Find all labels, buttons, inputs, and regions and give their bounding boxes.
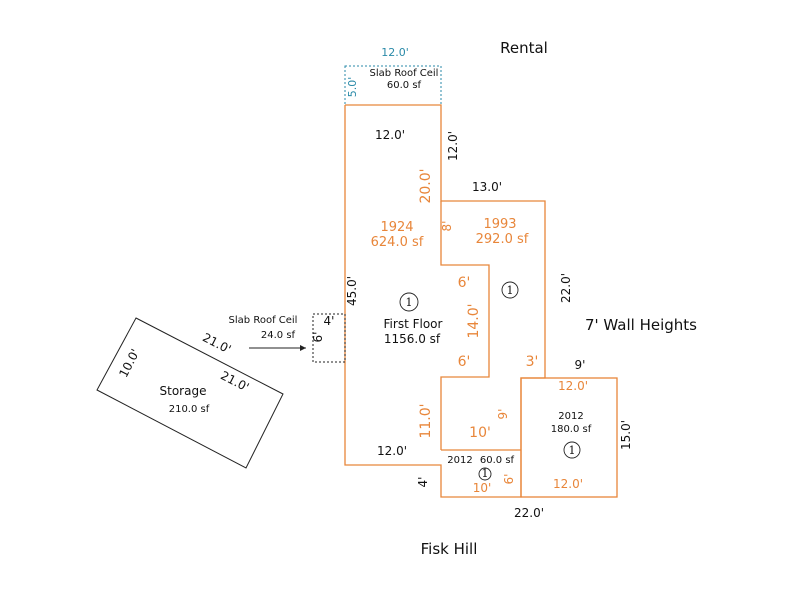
dim-12-right-bottom: 12.0' — [553, 477, 583, 491]
dim-14: 14.0' — [466, 303, 482, 338]
slab-left-area: 24.0 sf — [261, 330, 296, 341]
section-2012-right-marker: 1 — [569, 444, 576, 457]
slab-top-title: Slab Roof Ceil — [370, 68, 439, 79]
storage-area: 210.0 sf — [169, 404, 210, 415]
slab-roof-left-outline — [312, 313, 346, 363]
storage-len-top: 21.0' — [200, 330, 233, 356]
section-1993-marker-circle — [501, 281, 519, 299]
dim-top-12: 12.0' — [375, 128, 405, 142]
slab-left-title: Slab Roof Ceil — [229, 315, 298, 326]
section-2012-right-outline — [520, 377, 618, 498]
slab-roof-top-outline — [344, 65, 442, 106]
section-2012-right-area: 180.0 sf — [551, 424, 592, 435]
dim-9-top: 9' — [575, 358, 586, 372]
slab-top-width: 12.0' — [381, 46, 409, 59]
storage-side: 10.0' — [116, 347, 142, 380]
dim-22-right: 22.0' — [559, 273, 573, 303]
dim-22-bottom: 22.0' — [514, 506, 544, 520]
slab-top-area: 60.0 sf — [387, 80, 422, 91]
storage-len-inner: 21.0' — [218, 368, 251, 394]
slab-left-width: 4' — [324, 314, 335, 328]
label-fisk-hill: Fisk Hill — [421, 540, 478, 558]
dim-3: 3' — [526, 354, 539, 370]
dim-13: 13.0' — [472, 180, 502, 194]
section-2012-right-year: 2012 — [558, 411, 583, 422]
section-2012-small-marker: 1 — [482, 467, 489, 480]
slab-left-depth: 6' — [311, 332, 325, 343]
dim-20: 20.0' — [418, 168, 434, 203]
dim-6-upper: 6' — [458, 275, 471, 291]
label-wall-heights: 7' Wall Heights — [585, 316, 697, 334]
first-floor-outline — [344, 104, 546, 498]
slab-left-pointer-arrowhead — [300, 345, 306, 351]
dim-45: 45.0' — [345, 276, 359, 306]
dim-10: 10' — [469, 425, 491, 441]
dim-8: 8' — [440, 221, 454, 232]
interior-wall-1993 — [440, 201, 490, 450]
storage-outline — [96, 317, 284, 469]
dim-6-lower: 6' — [458, 354, 471, 370]
section-1924-area: 624.0 sf — [371, 235, 424, 250]
dim-6-small: 6' — [502, 474, 516, 485]
label-rental: Rental — [500, 39, 548, 57]
section-2012-small-area: 60.0 sf — [480, 455, 515, 466]
section-2012-right-marker-circle — [563, 441, 581, 459]
slab-top-depth: 5.0' — [346, 77, 359, 98]
dim-11: 11.0' — [418, 403, 434, 438]
section-1993-marker: 1 — [507, 284, 514, 297]
dim-10-small: 10' — [473, 481, 492, 495]
first-floor-area: 1156.0 sf — [384, 332, 441, 346]
dim-9-inner: 9' — [496, 409, 510, 420]
storage-title: Storage — [160, 384, 207, 398]
section-2012-small-year: 2012 — [447, 455, 472, 466]
dim-4: 4' — [416, 477, 430, 488]
first-floor-marker: 1 — [406, 296, 413, 309]
dim-12-right-top: 12.0' — [558, 379, 588, 393]
section-1993-area: 292.0 sf — [476, 232, 529, 247]
section-1993-year: 1993 — [483, 217, 516, 232]
section-1924-year: 1924 — [380, 220, 413, 235]
dim-right-12: 12.0' — [446, 131, 460, 161]
first-floor-marker-circle — [399, 292, 419, 312]
section-2012-small-marker-circle — [478, 467, 492, 481]
first-floor-title: First Floor — [384, 317, 443, 331]
dim-15: 15.0' — [619, 420, 633, 450]
dim-12-bottom-left: 12.0' — [377, 444, 407, 458]
